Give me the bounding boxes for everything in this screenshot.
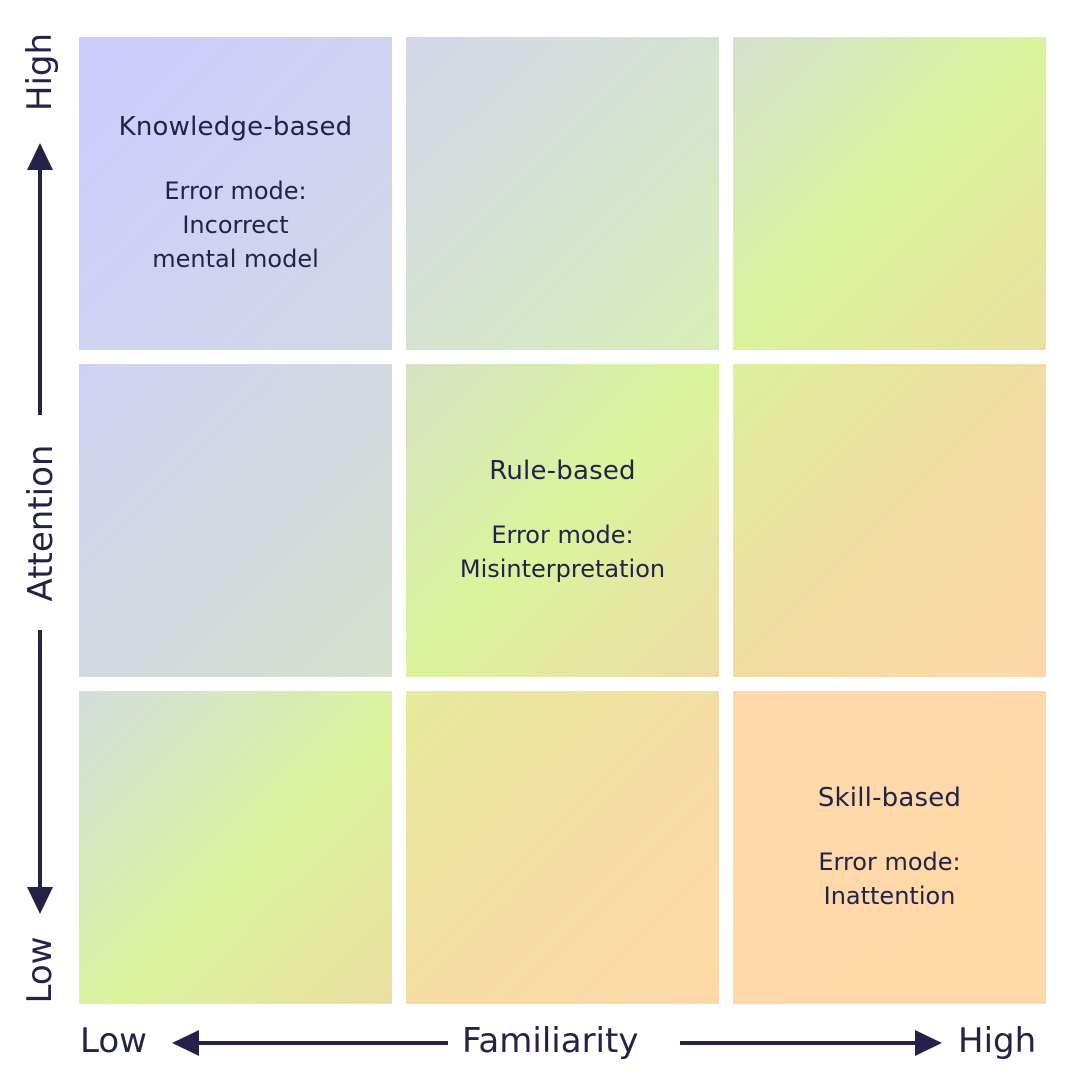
cell-error-mode: Error mode: Incorrect mental model: [152, 176, 319, 273]
cell-title: Knowledge-based: [118, 111, 353, 142]
x-axis-low-label: Low: [80, 1021, 147, 1061]
y-axis-down-arrowhead: [27, 887, 53, 914]
cell-error-mode: Error mode: Misinterpretation: [459, 520, 666, 583]
cell-title: Skill-based: [817, 782, 962, 813]
cell-empty: [79, 691, 392, 1004]
y-axis-high-label: High: [20, 32, 60, 112]
x-axis-title: Familiarity: [462, 1021, 639, 1061]
cell-empty: [79, 364, 392, 677]
cell-empty: [733, 37, 1046, 350]
x-axis-right-arrowhead: [915, 1030, 942, 1056]
cell-error-mode: Error mode: Inattention: [818, 847, 961, 910]
x-axis-left-arrowhead: [172, 1030, 199, 1056]
cell-empty: [406, 691, 719, 1004]
cell-skill-based: Skill-based Error mode: Inattention: [733, 691, 1046, 1004]
cell-title: Rule-based: [489, 455, 636, 486]
cell-rule-based: Rule-based Error mode: Misinterpretation: [406, 364, 719, 677]
cell-knowledge-based: Knowledge-based Error mode: Incorrect me…: [79, 37, 392, 350]
y-axis-title: Attention: [21, 444, 61, 602]
x-axis-high-label: High: [958, 1021, 1037, 1061]
cell-empty: [733, 364, 1046, 677]
cell-empty: [406, 37, 719, 350]
y-axis-up-arrowhead: [27, 143, 53, 170]
y-axis-low-label: Low: [20, 936, 60, 1004]
